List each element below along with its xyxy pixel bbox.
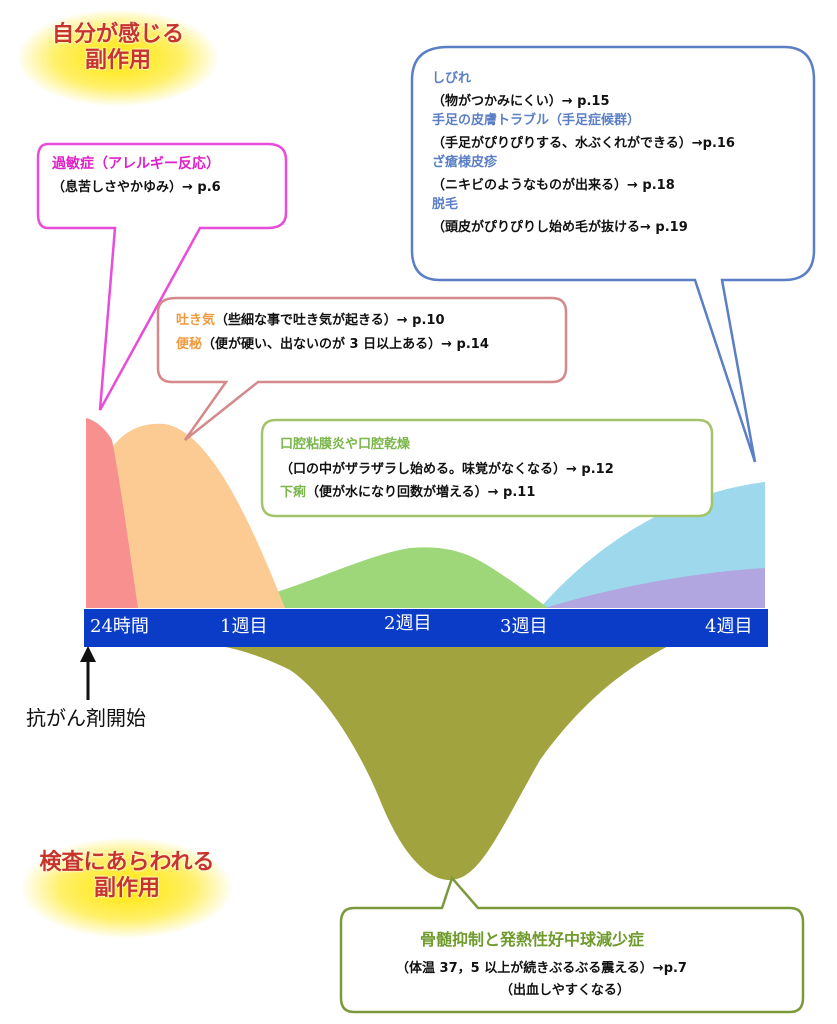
timeline-axis-bar — [84, 609, 768, 647]
allergy-callout — [36, 142, 288, 411]
nausea-title: 吐き気 — [176, 313, 216, 328]
skin-title-2: 手足の皮膚トラブル（手足症候群） — [432, 113, 641, 128]
axis-label-week4: 4週目 — [705, 616, 753, 637]
axis-label-24h: 24時間 — [90, 616, 149, 637]
nausea-callout — [156, 296, 568, 441]
bottom-header-line1: 検査にあらわれる — [39, 850, 215, 875]
mouth-title: 口腔粘膜炎や口腔乾燥 — [280, 437, 411, 452]
skin-callout — [410, 45, 816, 463]
constipation-title: 便秘 — [176, 337, 203, 352]
top-header-line1: 自分が感じる — [51, 22, 184, 47]
nausea-desc: （些細な事で吐き気が起きる）→ p.10 — [215, 313, 445, 328]
skin-desc-2: （手足がぴりぴりする、水ぶくれができる）→p.16 — [432, 136, 735, 151]
skin-hair-inner-curve — [545, 568, 765, 608]
start-arrow-icon — [80, 646, 96, 700]
bottom-header-title: 検査にあらわれる 副作用 — [22, 850, 232, 903]
skin-title-3: ざ瘡様皮疹 — [432, 155, 498, 170]
marrow-title: 骨髄抑制と発熱性好中球減少症 — [420, 930, 645, 949]
marrow-desc-2: （出血しやすくなる） — [500, 983, 630, 998]
nausea-constipation-curve — [105, 423, 285, 608]
skin-desc-1: （物がつかみにくい）→ p.15 — [432, 94, 610, 109]
bone-marrow-curve — [185, 640, 680, 880]
diarrhea-desc: （便が水になり回数が増える）→ p.11 — [306, 485, 536, 500]
allergy-desc: （息苦しさやかゆみ）→ p.6 — [52, 180, 221, 195]
top-header-line2: 副作用 — [84, 48, 151, 74]
skin-desc-4: （頭皮がぴりぴりし始め毛が抜ける→ p.19 — [432, 220, 688, 235]
constipation-desc: （便が硬い、出ないのが 3 日以上ある）→ p.14 — [202, 337, 489, 352]
mouth-desc: （口の中がザラザラし始める。味覚がなくなる）→ p.12 — [280, 462, 614, 477]
allergy-curve — [86, 418, 138, 608]
allergy-title: 過敏症（アレルギー反応） — [52, 156, 220, 172]
axis-label-week2: 2週目 — [384, 613, 432, 634]
mouth-diarrhea-curve — [220, 547, 548, 608]
nausea-line-2: 便秘（便が硬い、出ないのが 3 日以上ある）→ p.14 — [176, 338, 489, 351]
skin-title-4: 脱毛 — [432, 197, 459, 212]
marrow-callout — [339, 875, 805, 1014]
axis-label-week1: 1週目 — [220, 616, 268, 637]
nausea-line-1: 吐き気（些細な事で吐き気が起きる）→ p.10 — [176, 314, 445, 327]
bottom-header-glow — [22, 838, 232, 938]
bottom-header-line2: 副作用 — [93, 876, 160, 902]
skin-desc-3: （ニキビのようなものが出来る）→ p.18 — [432, 178, 675, 193]
diarrhea-title: 下痢 — [280, 485, 307, 500]
marrow-desc-1: （体温 37，5 以上が続きぶるぶる震える）→p.7 — [396, 961, 687, 976]
diarrhea-line: 下痢（便が水になり回数が増える）→ p.11 — [280, 486, 535, 499]
axis-label-week3: 3週目 — [500, 616, 548, 637]
top-header-title: 自分が感じる 副作用 — [18, 22, 218, 75]
mouth-callout — [260, 418, 714, 518]
top-header-glow — [18, 10, 218, 106]
skin-title-1: しびれ — [432, 71, 472, 86]
start-label: 抗がん剤開始 — [26, 706, 146, 730]
